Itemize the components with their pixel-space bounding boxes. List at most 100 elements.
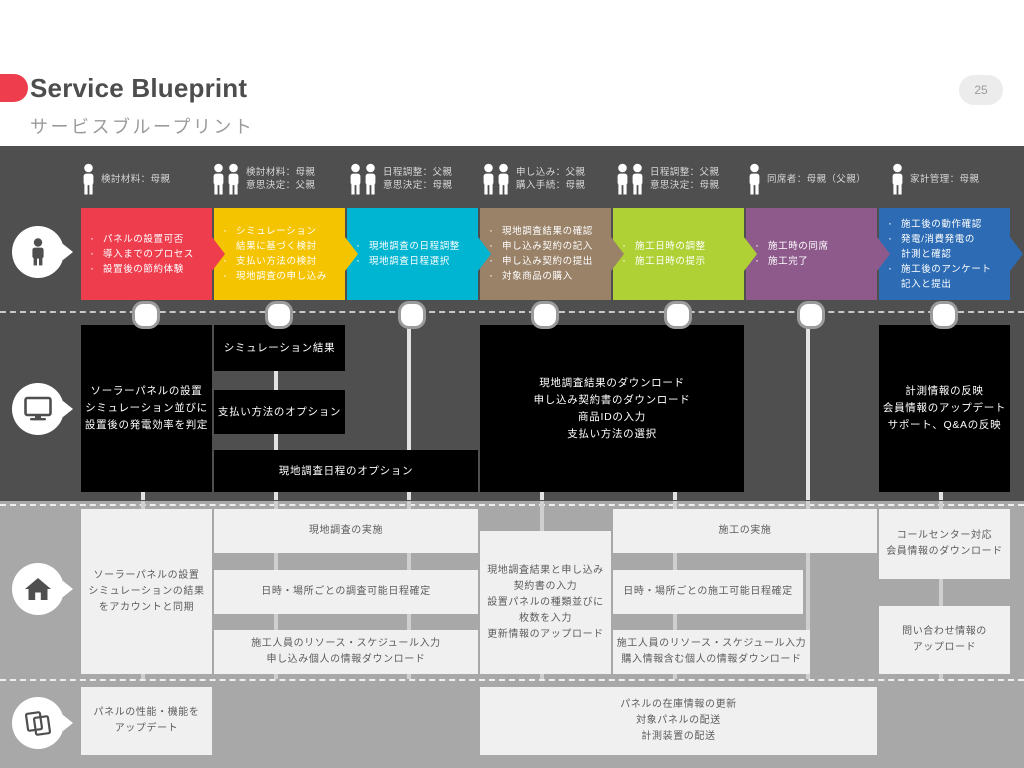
backstage-box-10[interactable]: 問い合わせ情報の アップロード bbox=[879, 606, 1010, 674]
digital-box-6[interactable]: 計測情報の反映 会員情報のアップデート サポート、Q&Aの反映 bbox=[879, 325, 1010, 492]
persona-label: 家計管理：母親 bbox=[910, 173, 980, 185]
backstage-box-9[interactable]: コールセンター対応 会員情報のダウンロード bbox=[879, 509, 1010, 579]
stage-item: 支払い方法の検討 bbox=[214, 253, 345, 269]
stage-item: 導入までのプロセス bbox=[81, 246, 212, 262]
backstage-box-5[interactable]: 現地調査結果と申し込み 契約書の入力 設置パネルの種類並びに 枚数を入力 更新情… bbox=[480, 531, 611, 674]
stage-item: 発電/消費発電の bbox=[879, 231, 1010, 247]
persona-label: 同席者：母親（父親） bbox=[767, 173, 867, 185]
touchpoint-node-5[interactable] bbox=[664, 301, 692, 329]
person-figures bbox=[891, 163, 904, 195]
touchpoint-node-7[interactable] bbox=[930, 301, 958, 329]
stage-item: 施工後のアンケート bbox=[879, 261, 1010, 277]
digital-box-5[interactable]: 現地調査結果のダウンロード 申し込み契約書のダウンロード 商品IDの入力 支払い… bbox=[480, 325, 744, 492]
digital-box-4[interactable]: 現地調査日程のオプション bbox=[214, 450, 478, 492]
stage-item: 施工時の同席 bbox=[746, 238, 877, 254]
page-title: Service Blueprint bbox=[30, 73, 248, 103]
page-subtitle: サービスブループリント bbox=[30, 117, 255, 137]
stage-item: 結果に基づく検討 bbox=[236, 241, 317, 252]
stage-item: 対象商品の購入 bbox=[480, 268, 611, 284]
connector-3 bbox=[407, 320, 411, 500]
page-number-badge: 25 bbox=[959, 75, 1003, 105]
backstage-box-3[interactable]: 日時・場所ごとの調査可能日程確定 bbox=[214, 570, 478, 614]
lane-icon-support bbox=[12, 697, 73, 749]
persona-label: 日程調整：父親意思決定：母親 bbox=[383, 167, 453, 191]
connector-14 bbox=[939, 501, 943, 679]
connector-13 bbox=[806, 501, 810, 679]
persona-group-5: 日程調整：父親意思決定：母親 bbox=[616, 163, 719, 195]
stage-item: 現地調査の申し込み bbox=[214, 268, 345, 284]
stage-item: シミュレーション bbox=[214, 223, 345, 239]
stage-item: 現地調査の日程調整 bbox=[347, 238, 478, 254]
support-box-2[interactable]: パネルの在庫情報の更新 対象パネルの配送 計測装置の配送 bbox=[480, 687, 877, 755]
stage-box-1[interactable]: パネルの設置可否 導入までのプロセス 設置後の節約体験 bbox=[81, 208, 225, 300]
cards-icon bbox=[24, 710, 52, 736]
stage-chevron-icon bbox=[345, 237, 358, 271]
persona-label: 日程調整：父親意思決定：母親 bbox=[650, 167, 720, 191]
line-of-internal-interaction bbox=[0, 504, 1024, 506]
stage-box-5[interactable]: 施工日時の調整 施工日時の提示 bbox=[613, 208, 757, 300]
persona-group-7: 家計管理：母親 bbox=[891, 163, 979, 195]
lane-icon-digital bbox=[12, 383, 73, 435]
stage-item: 現地調査日程選択 bbox=[347, 253, 478, 269]
stage-item: 施工日時の調整 bbox=[613, 238, 744, 254]
person-icon bbox=[26, 238, 50, 266]
stage-item: 施工日時の提示 bbox=[613, 253, 744, 269]
persona-group-2: 検討材料：母親意思決定：父親 bbox=[212, 163, 315, 195]
stage-item: 施工後の動作確認 bbox=[879, 216, 1010, 232]
backstage-box-7[interactable]: 日時・場所ごとの施工可能日程確定 bbox=[613, 570, 803, 614]
connector-6 bbox=[806, 320, 810, 500]
stage-box-3[interactable]: 現地調査の日程調整 現地調査日程選択 bbox=[347, 208, 491, 300]
backstage-box-8[interactable]: 施工人員のリソース・スケジュール入力 購入情報含む個人の情報ダウンロード bbox=[613, 630, 810, 674]
stage-box-6[interactable]: 施工時の同席 施工完了 bbox=[746, 208, 890, 300]
stage-chevron-icon bbox=[478, 237, 491, 271]
line-of-support bbox=[0, 679, 1024, 681]
stage-chevron-icon bbox=[611, 237, 624, 271]
persona-group-1: 検討材料：母親 bbox=[82, 163, 170, 195]
person-figures bbox=[482, 163, 510, 195]
stage-box-4[interactable]: 現地調査結果の確認 申し込み契約の記入 申し込み契約の提出 対象商品の購入 bbox=[480, 208, 624, 300]
home-icon bbox=[24, 576, 52, 602]
stage-item: 申し込み契約の記入 bbox=[480, 238, 611, 254]
persona-label: 検討材料：母親 bbox=[101, 173, 171, 185]
digital-box-2[interactable]: シミュレーション結果 bbox=[214, 325, 345, 371]
persona-label: 検討材料：母親意思決定：父親 bbox=[246, 167, 316, 191]
backstage-box-2[interactable]: 現地調査の実施 bbox=[214, 509, 478, 553]
stage-box-7[interactable]: 施工後の動作確認 発電/消費発電の 計測と確認 施工後のアンケート 記入と提出 bbox=[879, 208, 1023, 300]
person-figures bbox=[82, 163, 95, 195]
line-of-interaction bbox=[0, 311, 1024, 313]
backstage-box-6[interactable]: 施工の実施 bbox=[613, 509, 877, 553]
stage-item: 申し込み契約の提出 bbox=[480, 253, 611, 269]
persona-group-3: 日程調整：父親意思決定：母親 bbox=[349, 163, 452, 195]
backstage-box-4[interactable]: 施工人員のリソース・スケジュール入力 申し込み個人の情報ダウンロード bbox=[214, 630, 478, 674]
touchpoint-node-6[interactable] bbox=[797, 301, 825, 329]
digital-box-3[interactable]: 支払い方法のオプション bbox=[214, 390, 345, 434]
person-figures bbox=[616, 163, 644, 195]
person-figures bbox=[748, 163, 761, 195]
touchpoint-node-4[interactable] bbox=[531, 301, 559, 329]
page-header: Service Blueprint サービスブループリント 25 bbox=[0, 0, 1024, 146]
touchpoint-node-1[interactable] bbox=[132, 301, 160, 329]
stage-chevron-icon bbox=[877, 237, 890, 271]
digital-box-1[interactable]: ソーラーパネルの設置 シミュレーション並びに 設置後の発電効率を判定 bbox=[81, 325, 212, 492]
stage-item: パネルの設置可否 bbox=[81, 231, 212, 247]
customer-stage-row: パネルの設置可否 導入までのプロセス 設置後の節約体験 シミュレーション 結果に… bbox=[0, 208, 1024, 300]
persona-group-6: 同席者：母親（父親） bbox=[748, 163, 866, 195]
stage-box-2[interactable]: シミュレーション 結果に基づく検討 支払い方法の検討 現地調査の申し込み bbox=[214, 208, 358, 300]
stage-item: 設置後の節約体験 bbox=[81, 261, 212, 277]
touchpoint-node-2[interactable] bbox=[265, 301, 293, 329]
person-figures bbox=[212, 163, 240, 195]
person-figures bbox=[349, 163, 377, 195]
stage-chevron-icon bbox=[212, 237, 225, 271]
stage-chevron-icon bbox=[744, 237, 757, 271]
touchpoint-node-3[interactable] bbox=[398, 301, 426, 329]
stage-item: 計測と確認 bbox=[901, 248, 952, 260]
monitor-icon bbox=[24, 396, 52, 422]
persona-group-4: 申し込み：父親購入手続：母親 bbox=[482, 163, 585, 195]
support-box-1[interactable]: パネルの性能・機能を アップデート bbox=[81, 687, 212, 755]
accent-bullet bbox=[0, 74, 28, 102]
stage-chevron-icon bbox=[1010, 237, 1023, 271]
persona-row: 検討材料：母親 検討材料：母親意思決定：父親 日程調整：父親意思決定：母親 申し… bbox=[0, 158, 1024, 204]
backstage-box-1[interactable]: ソーラーパネルの設置 シミュレーションの結果 をアカウントと同期 bbox=[81, 509, 212, 674]
lane-icon-customer bbox=[12, 226, 73, 278]
lane-icon-backstage bbox=[12, 563, 73, 615]
